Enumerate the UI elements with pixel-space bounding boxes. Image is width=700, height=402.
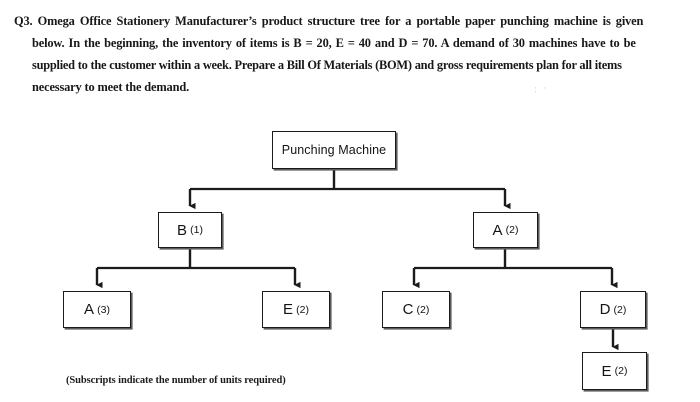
question-text-block: Q3. Omega Office Stationery Manufacturer… xyxy=(14,10,690,98)
question-line-1: Q3. Omega Office Stationery Manufacturer… xyxy=(14,14,644,28)
node-label-a3: A xyxy=(84,301,95,318)
node-label-d2: D xyxy=(599,301,611,318)
question-line-4: necessary to meet the demand. xyxy=(32,80,190,94)
node-label-punching-machine: Punching Machine xyxy=(281,143,387,157)
node-label-c2: C xyxy=(402,301,414,318)
node-qty-b: (1) xyxy=(190,224,203,236)
tree-node-e2-left[interactable]: E (2) xyxy=(262,291,330,328)
diagram-caption: (Subscripts indicate the number of units… xyxy=(66,375,286,386)
scan-artifact-marks: · · · xyxy=(534,83,549,97)
tree-node-e2-bottom[interactable]: E (2) xyxy=(582,352,647,390)
node-qty-a3: (3) xyxy=(97,303,110,316)
node-qty-d2: (2) xyxy=(613,303,627,316)
node-qty-a: (2) xyxy=(505,224,519,236)
node-label-b: B xyxy=(177,221,188,239)
tree-node-c2[interactable]: C (2) xyxy=(382,291,450,328)
tree-node-b[interactable]: B (1) xyxy=(158,212,222,248)
node-label-e2-left: E xyxy=(283,301,294,318)
question-line-2: below. In the beginning, the inventory o… xyxy=(32,36,636,50)
question-line-3: supplied to the customer within a week. … xyxy=(32,58,622,72)
node-label-a: A xyxy=(492,221,503,239)
tree-node-d2[interactable]: D (2) xyxy=(580,291,646,328)
node-label-e2-bottom: E xyxy=(601,362,612,380)
tree-node-punching-machine[interactable]: Punching Machine xyxy=(272,131,396,169)
tree-node-a3[interactable]: A (3) xyxy=(63,291,131,328)
node-qty-c2: (2) xyxy=(416,303,430,316)
node-qty-e2-left: (2) xyxy=(296,303,309,316)
node-qty-e2-bottom: (2) xyxy=(614,365,628,377)
tree-node-a[interactable]: A (2) xyxy=(473,212,538,248)
